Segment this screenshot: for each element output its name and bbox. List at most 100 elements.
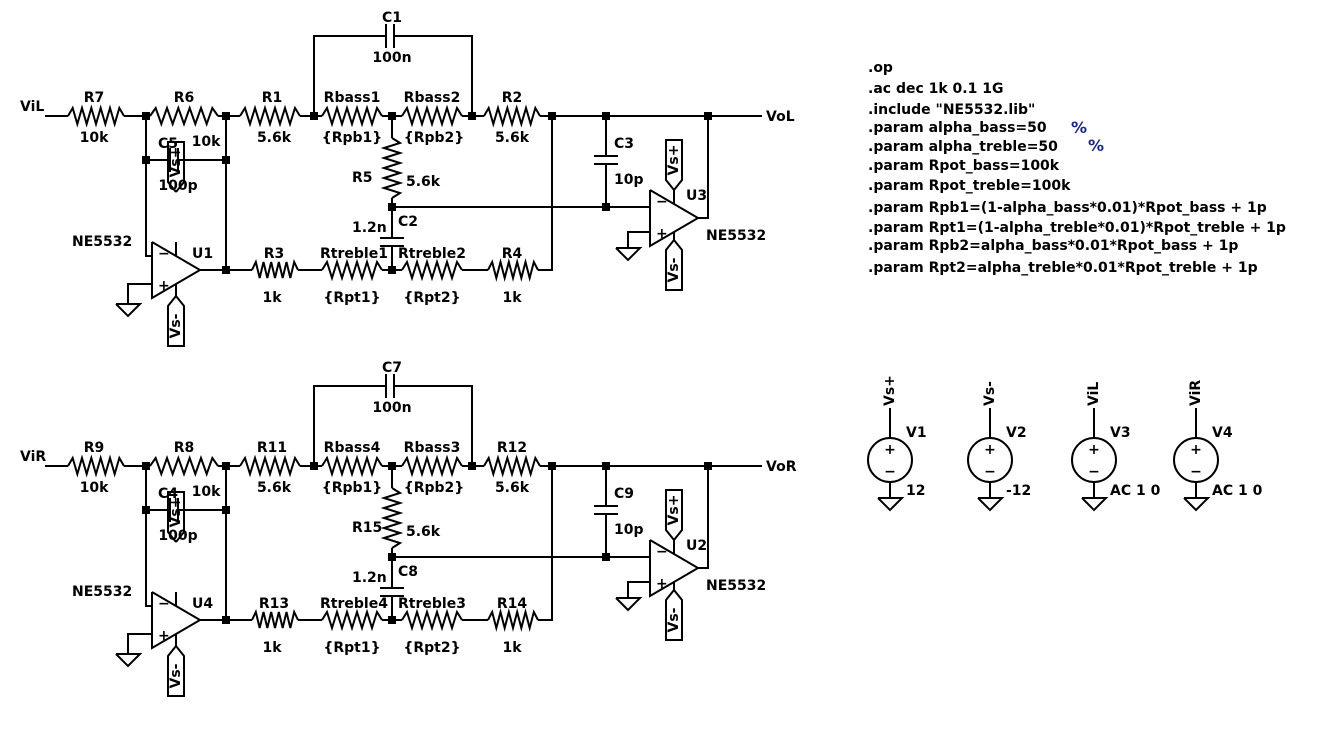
- resistor-r7[interactable]: [67, 104, 125, 128]
- junction-dot: [222, 506, 230, 514]
- resistor-r13[interactable]: [251, 609, 299, 629]
- component-value: 5.6k: [257, 130, 292, 146]
- resistor-rbass1[interactable]: [321, 104, 383, 128]
- component-name: R6: [174, 90, 195, 106]
- resistor-r3[interactable]: [251, 259, 299, 279]
- opamp-u4[interactable]: −+: [151, 591, 202, 650]
- opamp-u1[interactable]: −+: [151, 241, 202, 300]
- resistor-r8[interactable]: [149, 455, 219, 477]
- component-value: {Rpb2}: [404, 130, 465, 146]
- opamp-model: NE5532: [72, 234, 132, 250]
- net-flag-label: Vs-: [168, 663, 184, 688]
- resistor-r12[interactable]: [483, 454, 541, 478]
- capacitor-c9[interactable]: [594, 505, 618, 515]
- component-name: Rtreble2: [398, 246, 466, 262]
- resistor-zigzag: [401, 258, 463, 282]
- junction-dot: [388, 112, 396, 120]
- resistor-r1[interactable]: [239, 104, 301, 128]
- resistor-rtreble3[interactable]: [401, 608, 463, 632]
- directive-alpha-treble: .param alpha_treble=50: [868, 139, 1058, 155]
- wire: [313, 385, 386, 466]
- opamp-model: NE5532: [72, 584, 132, 600]
- resistor-r6[interactable]: [149, 105, 219, 127]
- component-name: Rbass4: [324, 440, 381, 456]
- net-flag-vsp: Vs+: [665, 139, 683, 191]
- component-value: 10k: [192, 134, 221, 150]
- component-name: R8: [174, 440, 195, 456]
- wires: [45, 35, 1197, 654]
- directive-rpb2: .param Rpb2=alpha_bass*0.01*Rpot_bass + …: [868, 238, 1238, 254]
- voltage-source-v2[interactable]: +−: [967, 437, 1013, 483]
- resistor-r4[interactable]: [487, 258, 539, 282]
- minus-sign: −: [1088, 464, 1100, 480]
- source-net-label: ViR: [1188, 380, 1204, 406]
- opamp-u3[interactable]: −+: [649, 189, 700, 248]
- component-name: Rtreble3: [398, 596, 466, 612]
- junction-dot: [548, 112, 556, 120]
- opamp-u2[interactable]: −+: [649, 539, 700, 598]
- resistor-zigzag: [380, 137, 404, 199]
- source-circle: [1071, 437, 1117, 483]
- component-name: Rbass1: [324, 90, 381, 106]
- component-value: {Rpb1}: [322, 480, 383, 496]
- ground-symbol: [1183, 497, 1211, 512]
- capacitor-c3[interactable]: [594, 155, 618, 165]
- resistor-rtreble1[interactable]: [321, 258, 383, 282]
- junction-dot: [388, 203, 396, 211]
- net-flag-vsn: Vs-: [167, 295, 185, 347]
- resistor-zigzag: [149, 105, 219, 127]
- resistor-rtreble4[interactable]: [321, 608, 383, 632]
- resistor-zigzag: [321, 454, 383, 478]
- voltage-source-v4[interactable]: +−: [1173, 437, 1219, 483]
- directive-rpt2: .param Rpt2=alpha_treble*0.01*Rpot_trebl…: [868, 260, 1258, 276]
- component-value: {Rpt1}: [323, 640, 380, 656]
- resistor-r15[interactable]: [380, 487, 404, 549]
- component-value: {Rpb1}: [322, 130, 383, 146]
- capacitor-c2[interactable]: [380, 237, 404, 247]
- capacitor-c7[interactable]: [385, 374, 395, 398]
- resistor-r14[interactable]: [487, 608, 539, 632]
- source-value: 12: [906, 483, 925, 499]
- net-label-vor: VoR: [766, 459, 797, 475]
- net-flag-outline: [167, 141, 185, 193]
- component-name: R3: [264, 246, 285, 262]
- capacitor-c5[interactable]: [169, 148, 179, 172]
- ground-symbol: [977, 497, 1005, 512]
- resistor-rbass3[interactable]: [401, 454, 463, 478]
- component-value: 10k: [192, 484, 221, 500]
- component-value: 10k: [80, 480, 109, 496]
- minus-sign: −: [984, 464, 996, 480]
- resistor-rbass4[interactable]: [321, 454, 383, 478]
- voltage-source-v1[interactable]: +−: [867, 437, 913, 483]
- net-flag-outline: [167, 491, 185, 543]
- resistor-rtreble2[interactable]: [401, 258, 463, 282]
- component-name: R5: [352, 170, 373, 186]
- directive-alpha-bass: .param alpha_bass=50: [868, 120, 1047, 136]
- source-value: -12: [1006, 483, 1031, 499]
- net-flag-vsn: Vs-: [665, 239, 683, 291]
- capacitor-gap: [380, 238, 404, 246]
- plus-sign: +: [1088, 442, 1100, 458]
- net-flag-outline: [167, 645, 185, 697]
- resistor-r11[interactable]: [239, 454, 301, 478]
- voltage-source-v3[interactable]: +−: [1071, 437, 1117, 483]
- resistor-rbass2[interactable]: [401, 104, 463, 128]
- component-value: 5.6k: [495, 480, 530, 496]
- capacitor-c1[interactable]: [385, 24, 395, 48]
- plus-sign: +: [984, 442, 996, 458]
- source-circle: [867, 437, 913, 483]
- component-value: 5.6k: [406, 524, 441, 540]
- opamp-triangle: [151, 591, 202, 650]
- resistor-zigzag: [483, 454, 541, 478]
- resistor-zigzag: [251, 609, 299, 629]
- capacitor-c8[interactable]: [380, 587, 404, 597]
- capacitor-c4[interactable]: [169, 498, 179, 522]
- directive-op: .op: [868, 60, 893, 76]
- capacitor-gap: [594, 156, 618, 164]
- resistor-r2[interactable]: [483, 104, 541, 128]
- resistor-r9[interactable]: [67, 454, 125, 478]
- resistor-r5[interactable]: [380, 137, 404, 199]
- wire: [698, 116, 709, 219]
- source-net-label: Vs-: [982, 381, 998, 406]
